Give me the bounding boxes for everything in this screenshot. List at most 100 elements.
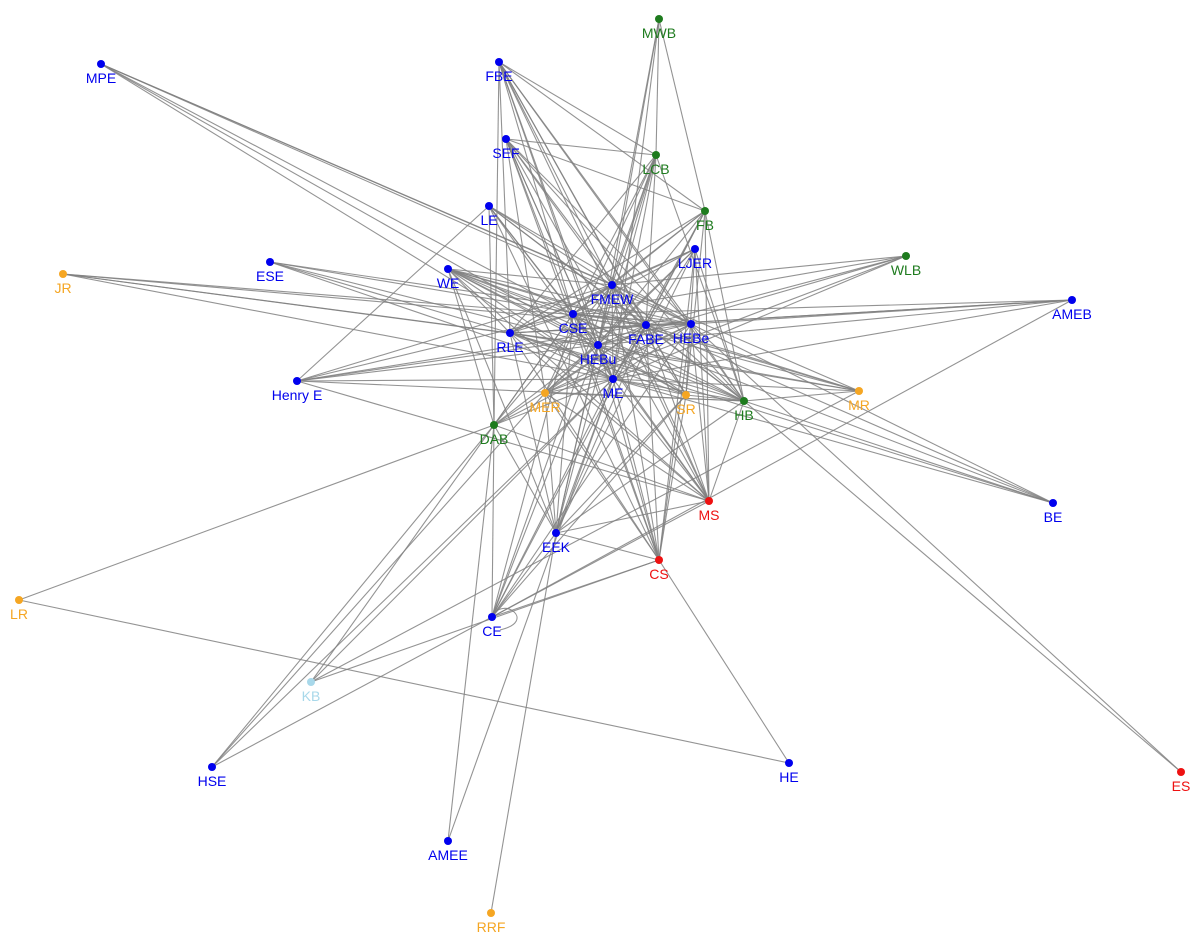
node-dot-HenryE[interactable]: [293, 377, 301, 385]
node-dot-FBE[interactable]: [495, 58, 503, 66]
edge-HEBe-ES: [690, 323, 1182, 773]
node-WE[interactable]: WE: [437, 265, 460, 291]
node-dot-JR[interactable]: [59, 270, 67, 278]
node-dot-MPE[interactable]: [97, 60, 105, 68]
node-LR[interactable]: LR: [10, 596, 28, 622]
edge-MR-KB: [310, 390, 860, 683]
node-MER[interactable]: MER: [529, 389, 561, 415]
edge-HEBu-ME: [597, 344, 614, 380]
edge-MWB-LCB: [655, 18, 660, 156]
node-HB[interactable]: HB: [734, 397, 754, 423]
node-FABE[interactable]: FABE: [628, 321, 664, 347]
node-RRF[interactable]: RRF: [477, 909, 506, 935]
node-ES[interactable]: ES: [1172, 768, 1191, 794]
node-dot-FABE[interactable]: [642, 321, 650, 329]
node-dot-AMEE[interactable]: [444, 837, 452, 845]
edge-LR-HE: [18, 599, 790, 764]
node-LJER[interactable]: LJER: [678, 245, 712, 271]
edge-HEBu-HB: [597, 344, 745, 402]
node-EEK[interactable]: EEK: [542, 529, 571, 555]
node-dot-WE[interactable]: [444, 265, 452, 273]
node-CSE[interactable]: CSE: [559, 310, 588, 336]
node-dot-RRF[interactable]: [487, 909, 495, 917]
node-label-MWB: MWB: [642, 25, 676, 41]
edge-MER-CS: [544, 392, 660, 561]
node-MR[interactable]: MR: [848, 387, 870, 413]
edge-CSE-CE: [491, 313, 574, 618]
node-dot-HEBu[interactable]: [594, 341, 602, 349]
node-dot-LE[interactable]: [485, 202, 493, 210]
edge-HEBu-MS: [597, 344, 710, 502]
node-AMEE[interactable]: AMEE: [428, 837, 468, 863]
node-dot-HEBe[interactable]: [687, 320, 695, 328]
node-dot-WLB[interactable]: [902, 252, 910, 260]
node-DAB[interactable]: DAB: [480, 421, 509, 447]
node-dot-AMEB[interactable]: [1068, 296, 1076, 304]
node-dot-HB[interactable]: [740, 397, 748, 405]
node-HEBe[interactable]: HEBe: [673, 320, 710, 346]
node-FBE[interactable]: FBE: [485, 58, 513, 84]
node-dot-LJER[interactable]: [691, 245, 699, 253]
node-WLB[interactable]: WLB: [891, 252, 921, 278]
node-dot-LCB[interactable]: [652, 151, 660, 159]
edge-ESE-RLE: [269, 261, 511, 334]
node-dot-KB[interactable]: [307, 678, 315, 686]
node-FMEW[interactable]: FMEW: [591, 281, 635, 307]
node-FB[interactable]: FB: [696, 207, 714, 233]
node-dot-RLE[interactable]: [506, 329, 514, 337]
node-LCB[interactable]: LCB: [642, 151, 670, 177]
node-dot-CS[interactable]: [655, 556, 663, 564]
edge-AMEB-CSE: [572, 299, 1073, 315]
node-HenryE[interactable]: Henry E: [272, 377, 323, 403]
edge-SR-CE: [491, 394, 687, 618]
node-LE[interactable]: LE: [480, 202, 498, 228]
node-dot-MWB[interactable]: [655, 15, 663, 23]
node-dot-LR[interactable]: [15, 596, 23, 604]
edge-WLB-FMEW: [611, 255, 907, 286]
edge-ME-BE: [612, 378, 1054, 504]
node-dot-FMEW[interactable]: [608, 281, 616, 289]
node-dot-CSE[interactable]: [569, 310, 577, 318]
edge-AMEB-CE: [491, 299, 1073, 618]
edge-WLB-FABE: [645, 255, 907, 326]
node-MPE[interactable]: MPE: [86, 60, 116, 86]
node-JR[interactable]: JR: [54, 270, 72, 296]
node-dot-HE[interactable]: [785, 759, 793, 767]
node-dot-MER[interactable]: [541, 389, 549, 397]
node-HE[interactable]: HE: [779, 759, 799, 785]
edge-DAB-HSE: [211, 424, 495, 768]
node-AMEB[interactable]: AMEB: [1052, 296, 1092, 322]
node-SEF[interactable]: SEF: [492, 135, 520, 161]
node-SR[interactable]: SR: [676, 391, 696, 417]
node-dot-MR[interactable]: [855, 387, 863, 395]
edge-SEF-HB: [505, 138, 745, 402]
node-CE[interactable]: CE: [482, 613, 502, 639]
node-dot-SEF[interactable]: [502, 135, 510, 143]
node-dot-DAB[interactable]: [490, 421, 498, 429]
edge-FMEW-FABE: [611, 284, 647, 326]
edge-CS-HE: [658, 559, 790, 764]
node-KB[interactable]: KB: [302, 678, 321, 704]
node-BE[interactable]: BE: [1044, 499, 1063, 525]
node-dot-SR[interactable]: [682, 391, 690, 399]
node-dot-CE[interactable]: [488, 613, 496, 621]
node-dot-FB[interactable]: [701, 207, 709, 215]
edge-WE-FMEW: [447, 268, 613, 286]
node-ESE[interactable]: ESE: [256, 258, 284, 284]
node-dot-ESE[interactable]: [266, 258, 274, 266]
node-HSE[interactable]: HSE: [198, 763, 227, 789]
node-ME[interactable]: ME: [603, 375, 624, 401]
node-dot-ES[interactable]: [1177, 768, 1185, 776]
node-dot-BE[interactable]: [1049, 499, 1057, 507]
node-RLE[interactable]: RLE: [496, 329, 524, 355]
node-HEBu[interactable]: HEBu: [580, 341, 617, 367]
node-dot-ME[interactable]: [609, 375, 617, 383]
node-dot-EEK[interactable]: [552, 529, 560, 537]
node-MS[interactable]: MS: [699, 497, 720, 523]
node-dot-HSE[interactable]: [208, 763, 216, 771]
edge-LJER-MS: [694, 248, 710, 502]
edge-MER-EEK: [544, 392, 557, 534]
node-CS[interactable]: CS: [649, 556, 669, 582]
node-MWB[interactable]: MWB: [642, 15, 676, 41]
node-dot-MS[interactable]: [705, 497, 713, 505]
